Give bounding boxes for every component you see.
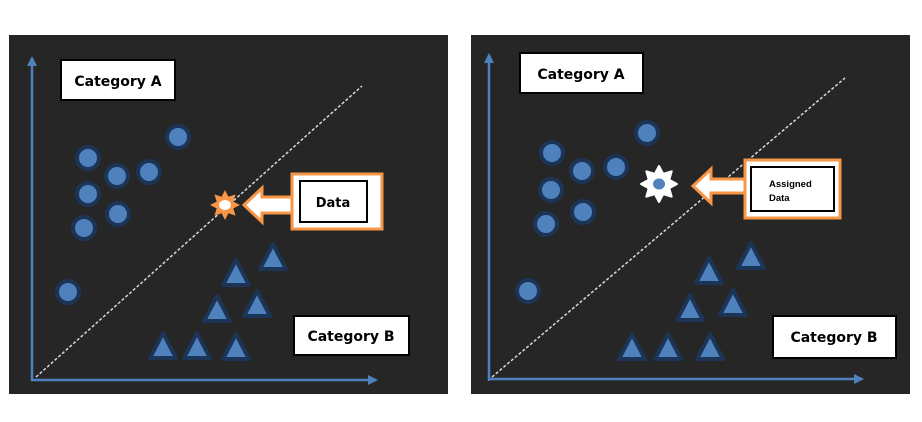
category-b-point (736, 241, 766, 270)
category-a-points (515, 120, 660, 304)
category-b-point (182, 331, 212, 360)
assigned-data-callout: Assigned Data (690, 158, 842, 220)
category-b-point (653, 332, 683, 361)
category-b-point (148, 331, 178, 360)
category-b-label: Category B (790, 330, 877, 346)
category-b-label-box: Category B (293, 315, 410, 356)
category-b-point (221, 332, 251, 361)
category-a-point (533, 211, 559, 237)
category-a-label: Category A (537, 67, 624, 83)
category-a-label-box: Category A (519, 52, 644, 94)
data-callout: Data (241, 172, 384, 231)
category-a-point (75, 181, 101, 207)
category-a-point (539, 140, 565, 166)
category-b-point (675, 293, 705, 322)
category-a-point (569, 158, 595, 184)
category-a-point (105, 201, 131, 227)
assigned-data-point-star (640, 165, 678, 203)
callout-label-line-1: Assigned (769, 179, 812, 190)
panel-after: Category A Category B Assigned Data (471, 35, 910, 394)
category-a-point (165, 124, 191, 150)
decision-boundary (35, 85, 363, 378)
category-b-label: Category B (307, 329, 394, 345)
category-a-point (538, 177, 564, 203)
decision-boundary (491, 77, 846, 378)
category-a-label: Category A (74, 74, 161, 90)
category-a-point (603, 154, 629, 180)
category-a-point (136, 159, 162, 185)
category-a-point (55, 279, 81, 305)
category-b-point (617, 332, 647, 361)
category-a-point (570, 199, 596, 225)
category-b-point (718, 288, 748, 317)
category-b-point (694, 256, 724, 285)
new-data-point-star (210, 190, 240, 220)
category-a-label-box: Category A (60, 59, 176, 101)
star-center-dot (219, 200, 231, 210)
category-b-point (258, 242, 288, 271)
star-center-dot (653, 178, 665, 190)
category-a-point (104, 163, 130, 189)
category-a-point (634, 120, 660, 146)
callout-label: Data (316, 196, 351, 211)
category-b-points (148, 242, 288, 361)
category-a-point (75, 145, 101, 171)
category-b-points (617, 241, 766, 361)
category-a-points (55, 124, 191, 305)
category-b-point (221, 258, 251, 287)
category-b-label-box: Category B (772, 315, 897, 359)
callout-label-line-2: Data (769, 193, 790, 204)
panel-before: Category A Category B Data (9, 35, 448, 394)
category-b-point (695, 332, 725, 361)
category-b-point (242, 289, 272, 318)
category-a-point (515, 278, 541, 304)
category-a-point (71, 215, 97, 241)
category-b-point (202, 294, 232, 323)
